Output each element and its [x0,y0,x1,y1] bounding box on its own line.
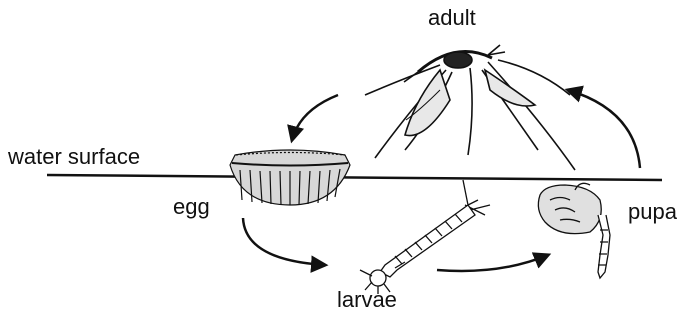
arrow-pupa-to-adult-icon [568,90,640,168]
mosquito-adult-icon [365,45,575,170]
label-larvae: larvae [337,287,397,312]
mosquito-larva-icon [360,180,490,294]
label-water-surface: water surface [7,144,140,169]
label-egg: egg [173,194,210,219]
mosquito-pupa-icon [538,183,610,278]
label-pupa: pupa [628,199,678,224]
arrow-adult-to-egg-icon [292,95,338,140]
label-adult: adult [428,5,476,30]
arrow-larvae-to-pupa-icon [437,255,548,271]
egg-raft-icon [230,150,350,205]
arrow-egg-to-larvae-icon [243,218,325,265]
water-surface-line [47,175,662,180]
